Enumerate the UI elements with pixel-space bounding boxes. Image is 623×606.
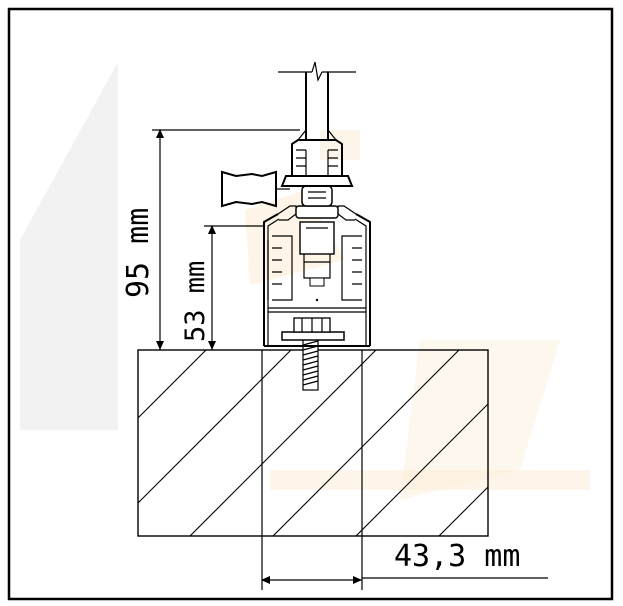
glass-panel: [278, 61, 356, 187]
side-cap: [221, 170, 290, 208]
dimension-label-profile-height: 53 mm: [180, 261, 211, 342]
base-block: [137, 349, 489, 537]
dimension-profile-width: 43,3 mm: [261, 536, 548, 590]
watermark-logo: [20, 62, 590, 500]
dimension-label-profile-width: 43,3 mm: [394, 539, 520, 574]
dimension-profile-height: 53 mm: [180, 225, 264, 350]
clamp-insert: [295, 185, 339, 302]
dimension-label-overall-height: 95 mm: [121, 208, 156, 298]
dimension-overall-height: 95 mm: [121, 129, 300, 350]
drawing-frame: [7, 7, 614, 601]
anchor-screw: [281, 317, 345, 391]
